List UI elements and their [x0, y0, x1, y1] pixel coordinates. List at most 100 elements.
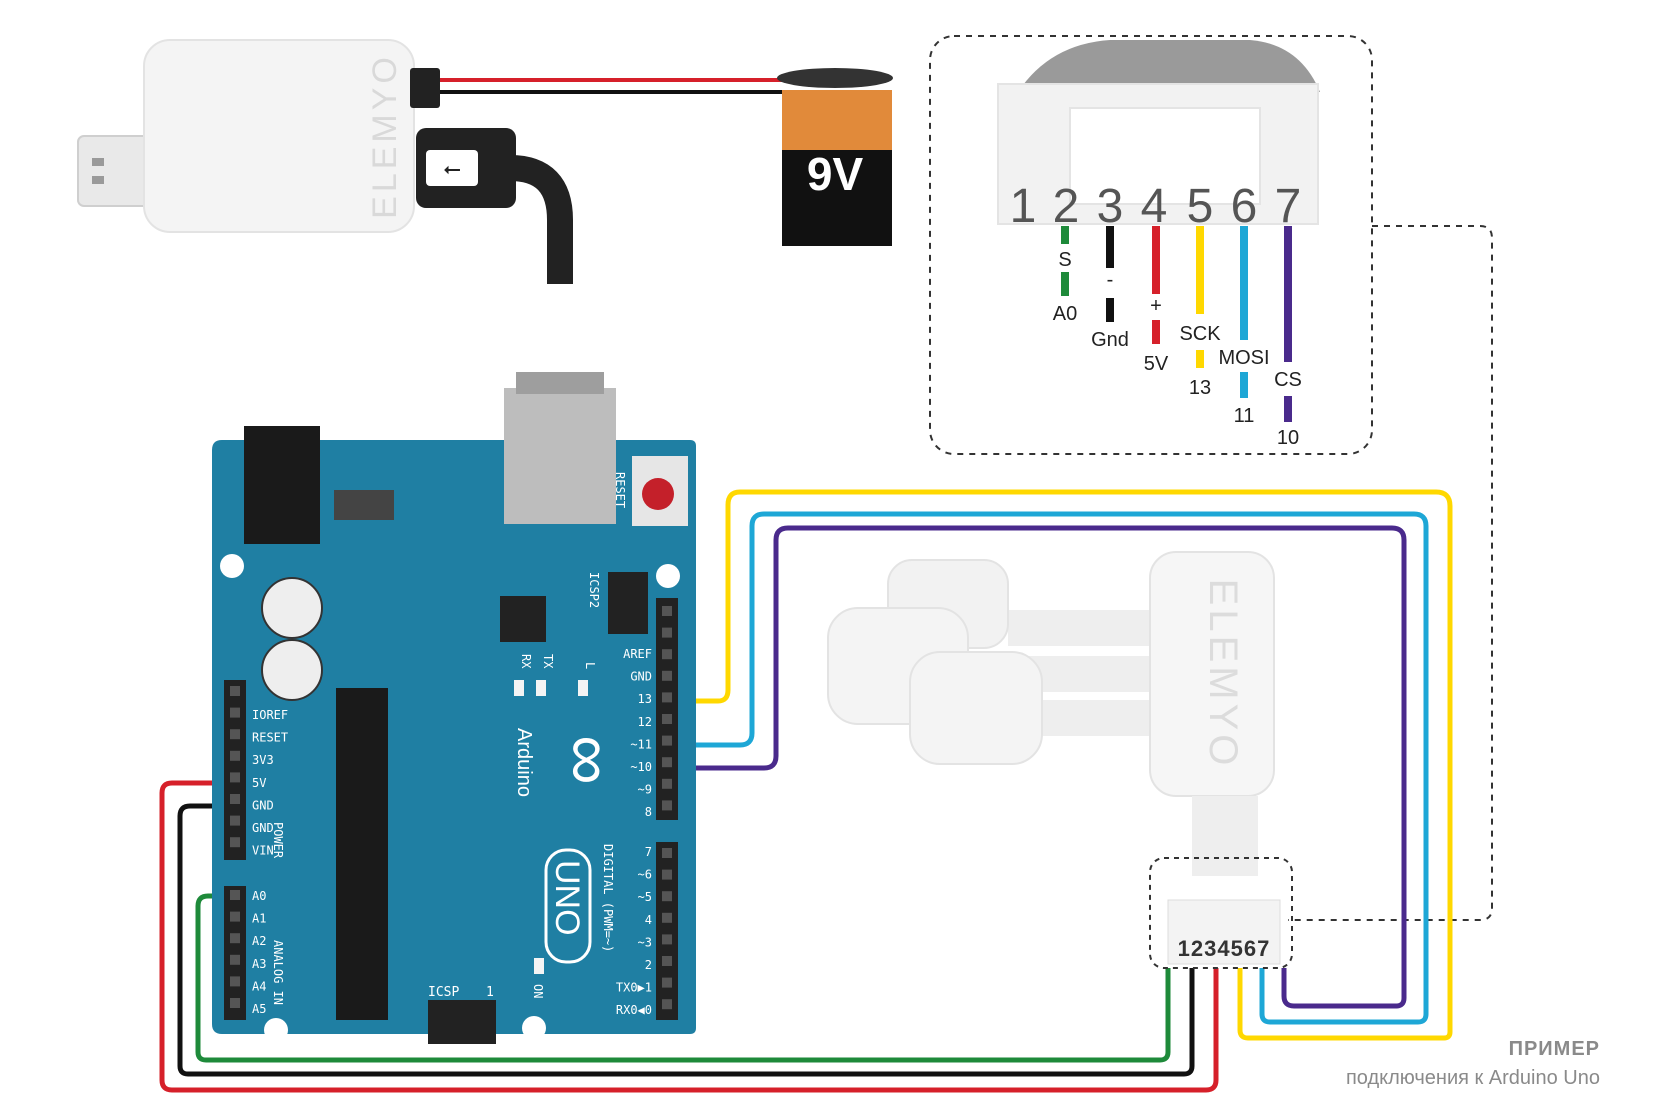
uno-model: UNO [548, 860, 586, 936]
pin-label-power_pins-4: GND [252, 798, 274, 812]
emg-sensor: ELEMYO 1234567 [827, 551, 1293, 969]
arduino-uno-board: RESET ICSP2 TX RX L Arduino ∞ UNO DIGITA… [212, 372, 696, 1044]
digital-top-hole-2 [662, 649, 672, 660]
pin-label-bottom_pins-5: 2 [645, 958, 652, 972]
battery-9v: 9V [440, 68, 893, 246]
pin-label-bottom_pins-7: RX0◀0 [616, 1003, 652, 1017]
analog-hole-2 [230, 933, 240, 944]
usb-adapter: ELEMYO ⭠ [77, 39, 573, 284]
connector-callout: 1 2 3 4 5 6 7 S A0 - Gnd + 5V SCK 13 MOS… [929, 35, 1493, 921]
pin-label-top_pins-1: GND [630, 670, 652, 684]
pin-number-5: 5 [1187, 180, 1214, 233]
pin-number-4: 4 [1141, 180, 1168, 233]
pin-label-power_pins-6: VIN [252, 844, 274, 858]
battery-label: 9V [807, 148, 864, 200]
power-hole-6 [230, 815, 240, 826]
digital-bottom-hole-4 [662, 934, 672, 945]
pin-label-bottom_pins-0: 7 [645, 845, 652, 859]
digital-bottom-hole-5 [662, 956, 672, 966]
digital-top-hole-5 [662, 714, 672, 724]
adapter-brand: ELEMYO [366, 53, 404, 219]
power-hole-3 [230, 750, 240, 761]
arduino-name: Arduino [513, 728, 535, 797]
pin-label-top_pins-6: ~9 [638, 783, 652, 797]
pin-number-1: 1 [1010, 180, 1037, 233]
digital-bottom-hole-1 [662, 869, 672, 880]
pin-label-analog_pins-5: A5 [252, 1002, 266, 1016]
sensor-pin-numbers: 1234567 [1178, 936, 1271, 961]
icsp-pin1-label: 1 [486, 985, 494, 1000]
digital-top-hole-0 [662, 606, 672, 616]
signal-s: S [1058, 249, 1071, 271]
power-hole-1 [230, 707, 240, 718]
signal-a0: A0 [1053, 303, 1077, 325]
signal-13: 13 [1189, 377, 1211, 399]
pin-label-top_pins-0: AREF [623, 647, 652, 661]
pin-label-top_pins-2: 13 [638, 692, 652, 706]
icsp-label: ICSP [428, 985, 459, 1000]
digital-bottom-hole-6 [662, 977, 672, 988]
sensor-brand: ELEMYO [1201, 579, 1245, 770]
pin-label-analog_pins-4: A4 [252, 979, 266, 993]
pin-label-power_pins-1: RESET [252, 731, 288, 745]
pin-label-power_pins-2: 3V3 [252, 753, 274, 767]
signal-plus: + [1150, 295, 1162, 317]
pin-number-2: 2 [1053, 180, 1080, 233]
digital-top-hole-7 [662, 757, 672, 768]
analog-hole-1 [230, 911, 240, 922]
pin-label-top_pins-3: 12 [638, 715, 652, 729]
pin-label-analog_pins-2: A2 [252, 934, 266, 948]
pin-number-3: 3 [1097, 180, 1124, 233]
caption-title: ПРИМЕР [1508, 1038, 1600, 1060]
power-hole-0 [230, 686, 240, 696]
analog-hole-3 [230, 954, 240, 965]
power-hole-2 [230, 729, 240, 740]
pin-label-analog_pins-3: A3 [252, 957, 266, 971]
pin-label-bottom_pins-4: ~3 [638, 935, 652, 949]
power-hole-4 [230, 772, 240, 783]
pin-label-bottom_pins-6: TX0▶1 [616, 981, 652, 995]
power-hole-5 [230, 794, 240, 804]
signal-11: 11 [1234, 405, 1255, 427]
analog-hole-5 [230, 998, 240, 1008]
pin-label-power_pins-0: IOREF [252, 708, 288, 722]
reset-label: RESET [613, 472, 627, 508]
pin-label-bottom_pins-1: ~6 [638, 868, 652, 882]
pin-label-power_pins-3: 5V [252, 776, 266, 790]
caption-subtitle: подключения к Arduino Uno [1345, 1067, 1600, 1089]
pin-number-6: 6 [1231, 180, 1258, 233]
digital-bottom-hole-7 [662, 999, 672, 1010]
usb-icon: ⭠ [443, 156, 461, 181]
digital-top-hole-8 [662, 778, 672, 789]
on-label: ON [531, 984, 545, 998]
analog-hole-4 [230, 976, 240, 987]
pin-label-top_pins-5: ~10 [630, 760, 652, 774]
pin-label-top_pins-4: ~11 [630, 737, 652, 751]
signal-minus: - [1107, 269, 1114, 291]
digital-bottom-hole-0 [662, 848, 672, 858]
digital-label: DIGITAL (PWM=~) [601, 844, 615, 952]
signal-sck: SCK [1179, 323, 1221, 345]
pin-label-top_pins-7: 8 [645, 805, 652, 819]
wires [159, 489, 1453, 1093]
pin-label-bottom_pins-3: 4 [645, 913, 652, 927]
pin-label-analog_pins-0: A0 [252, 889, 266, 903]
digital-bottom-hole-3 [662, 912, 672, 923]
pin-label-power_pins-5: GND [252, 821, 274, 835]
digital-top-hole-9 [662, 800, 672, 811]
signal-gnd: Gnd [1091, 329, 1129, 351]
signal-mosi: MOSI [1218, 347, 1269, 369]
pin-number-7: 7 [1275, 180, 1302, 233]
analog-hole-0 [230, 890, 240, 900]
rx-label: RX [519, 654, 533, 669]
analog-label: ANALOG IN [271, 940, 285, 1005]
caption: ПРИМЕР подключения к Arduino Uno [1346, 1038, 1600, 1090]
digital-top-hole-3 [662, 670, 672, 681]
digital-top-hole-6 [662, 735, 672, 746]
digital-top-hole-4 [662, 692, 672, 703]
digital-bottom-hole-2 [662, 891, 672, 902]
infinity-logo-icon: ∞ [551, 735, 629, 785]
pin-label-bottom_pins-2: ~5 [638, 890, 652, 904]
